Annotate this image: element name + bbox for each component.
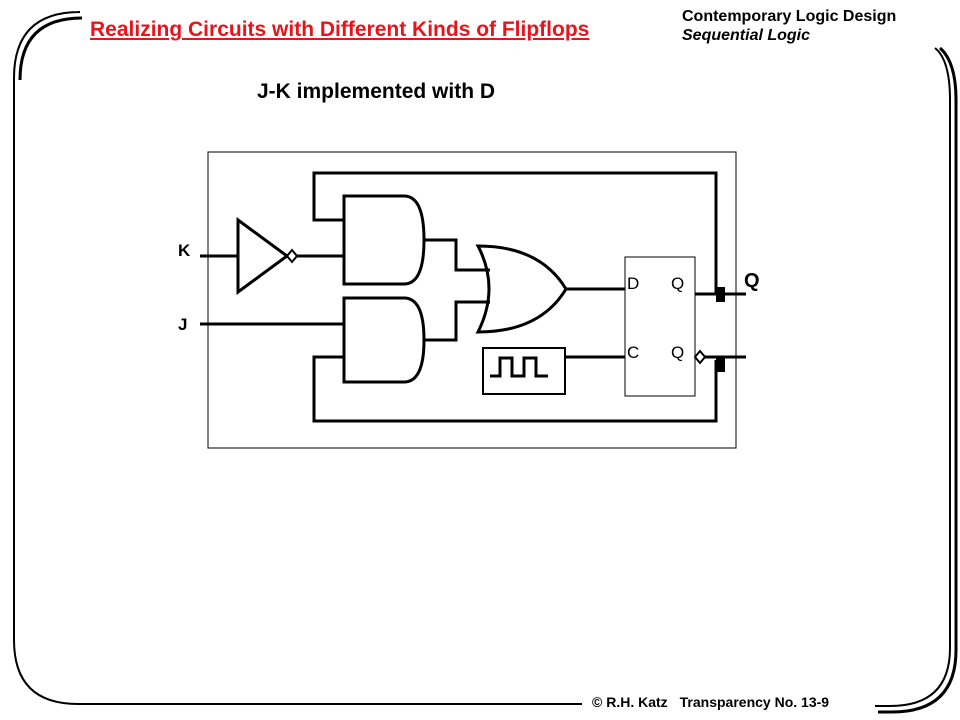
wire-and-top-out xyxy=(424,238,490,272)
copyright-text: © R.H. Katz xyxy=(592,694,668,710)
and-gate-bottom xyxy=(342,296,426,384)
inverter-bubble xyxy=(285,248,299,264)
wire-and-bottom-out xyxy=(424,300,490,342)
clock-waveform-icon xyxy=(490,356,548,378)
ff-qbar-label: Q xyxy=(671,343,684,362)
q-output-terminal xyxy=(716,287,725,302)
transparency-number: Transparency No. 13-9 xyxy=(679,694,830,710)
inverter-gate xyxy=(236,217,290,295)
ff-q-label: Q xyxy=(671,274,684,293)
ff-d-label: D xyxy=(627,274,639,293)
qbar-bubble xyxy=(693,349,707,365)
feedback-wire-qbar xyxy=(312,355,718,423)
diagram-border xyxy=(207,151,737,449)
input-k-label: K xyxy=(178,241,191,260)
output-q-label: Q xyxy=(744,270,760,292)
course-name: Contemporary Logic Design xyxy=(682,8,897,25)
and-gate-top xyxy=(342,194,426,286)
d-flipflop xyxy=(624,256,696,397)
qbar-output-terminal xyxy=(716,357,725,372)
ff-c-label: C xyxy=(627,343,639,362)
footer: © R.H. Katz Transparency No. 13-9 xyxy=(592,694,841,710)
clock-generator xyxy=(482,347,566,395)
input-j-label: J xyxy=(178,315,187,334)
feedback-wire-q xyxy=(312,171,718,294)
topic-name: Sequential Logic xyxy=(682,27,811,44)
slide-title: Realizing Circuits with Different Kinds … xyxy=(90,18,590,41)
or-gate xyxy=(475,244,568,334)
slide-subtitle: J-K implemented with D xyxy=(257,80,496,103)
